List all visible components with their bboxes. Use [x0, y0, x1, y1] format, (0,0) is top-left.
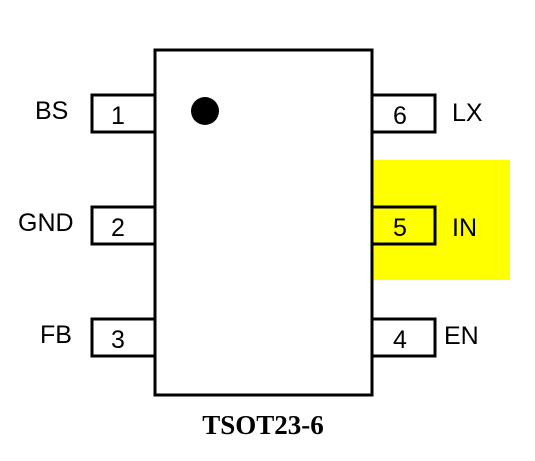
- pin-pad: [90, 93, 157, 134]
- pin-pad: [90, 205, 157, 246]
- pin-3: 3 FB: [40, 317, 157, 358]
- pin-number: 2: [111, 214, 125, 242]
- pin-6: 6 LX: [370, 93, 483, 134]
- pin-label: IN: [452, 214, 477, 242]
- pin-number: 1: [111, 102, 125, 130]
- pin-pad: [90, 317, 157, 358]
- pin-pad: [370, 317, 437, 358]
- pin-2: 2 GND: [18, 205, 157, 246]
- pin-label: GND: [18, 209, 74, 237]
- pin-label: BS: [35, 97, 68, 125]
- pin-label: FB: [40, 321, 72, 349]
- package-name: TSOT23-6: [202, 410, 324, 440]
- package-body: [153, 48, 374, 397]
- pin-pad: [370, 93, 437, 134]
- pin1-dot: [191, 97, 219, 125]
- pin-number: 3: [111, 326, 125, 354]
- pin-5: 5 IN: [370, 205, 477, 246]
- pin-number: 5: [393, 214, 407, 242]
- pin-number: 4: [393, 326, 407, 354]
- pin-label: LX: [452, 99, 483, 127]
- pin-pad: [370, 205, 437, 246]
- pin-4: 4 EN: [370, 317, 479, 358]
- pin-label: EN: [444, 322, 479, 350]
- pin-number: 6: [393, 102, 407, 130]
- pin-1: 1 BS: [35, 93, 157, 134]
